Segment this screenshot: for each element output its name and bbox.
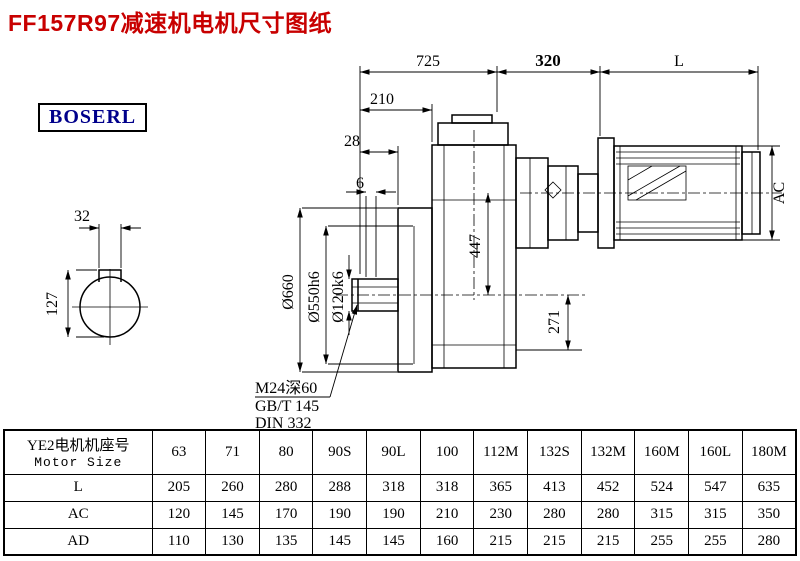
note-tap-hole: M24深60 [255, 379, 317, 397]
dim-127: 127 [44, 292, 61, 316]
size-col-header: 90S [312, 429, 368, 475]
cell-AD: 255 [634, 527, 690, 556]
cell-AD: 255 [688, 527, 743, 556]
cell-AD: 160 [419, 527, 475, 556]
dimension-lines [65, 66, 780, 398]
cell-L: 452 [580, 473, 636, 502]
cell-AD: 280 [741, 527, 797, 556]
cell-AC: 145 [205, 500, 260, 529]
cell-L: 318 [419, 473, 475, 502]
cell-AC: 210 [419, 500, 475, 529]
dimension-labels: 725 320 L 210 28 6 32 127 447 271 AC Ø66… [44, 51, 788, 428]
cell-AD: 215 [473, 527, 529, 556]
motor-adapter-outline [515, 157, 599, 249]
cell-AD: 215 [527, 527, 582, 556]
cell-AD: 130 [205, 527, 260, 556]
note-gb-standard: GB/T 145 [255, 398, 319, 415]
boserl-logo-text: BOSERL [49, 106, 137, 128]
cell-L: 318 [366, 473, 421, 502]
cell-AC: 315 [688, 500, 743, 529]
output-flange-outline [397, 207, 433, 373]
cell-AC: 190 [366, 500, 421, 529]
dim-447: 447 [467, 234, 484, 258]
cell-AC: 170 [258, 500, 314, 529]
dim-6: 6 [356, 175, 364, 192]
dim-725: 725 [416, 53, 440, 70]
dim-28: 28 [344, 133, 360, 150]
cell-L: 413 [527, 473, 582, 502]
cell-AD: 135 [258, 527, 314, 556]
cell-L: 635 [741, 473, 797, 502]
page-title: FF157R97减速机电机尺寸图纸 [8, 10, 333, 36]
cell-L: 288 [312, 473, 368, 502]
dimension-table: YE2电机机座号 Motor Size 63 71 80 90S 90L 100… [3, 429, 797, 556]
cell-AD: 215 [580, 527, 636, 556]
note-din-standard: DIN 332 [255, 415, 311, 428]
size-col-header: 63 [151, 429, 207, 475]
size-col-header: 100 [419, 429, 475, 475]
cell-L: 260 [205, 473, 260, 502]
header-en: Motor Size [34, 455, 123, 471]
size-col-header: 160L [688, 429, 743, 475]
cell-AD: 145 [312, 527, 368, 556]
shaft-end-view [72, 269, 148, 345]
cell-L: 547 [688, 473, 743, 502]
row-label-AC: AC [3, 500, 153, 529]
dim-flange-od: Ø660 [280, 274, 297, 310]
table-row-L: L 205 260 280 288 318 318 365 413 452 52… [3, 473, 797, 502]
size-col-header: 132M [580, 429, 636, 475]
motor-size-header-cell: YE2电机机座号 Motor Size [3, 429, 153, 475]
shaft-centerlines [72, 269, 148, 345]
cell-AC: 350 [741, 500, 797, 529]
header-cn: YE2电机机座号 [27, 438, 130, 455]
cell-AC: 230 [473, 500, 529, 529]
cell-AD: 110 [151, 527, 207, 556]
dim-210: 210 [370, 91, 394, 108]
size-col-header: 71 [205, 429, 260, 475]
dim-32: 32 [74, 208, 90, 225]
cell-AD: 145 [366, 527, 421, 556]
dim-L: L [674, 53, 684, 70]
cell-L: 280 [258, 473, 314, 502]
dim-bore: Ø120k6 [330, 271, 347, 323]
size-col-header: 80 [258, 429, 314, 475]
gearbox-side-view [336, 114, 782, 373]
size-col-header: 180M [741, 429, 797, 475]
cell-AC: 120 [151, 500, 207, 529]
cell-AC: 190 [312, 500, 368, 529]
size-col-header: 132S [527, 429, 582, 475]
dim-spigot: Ø550h6 [306, 271, 323, 323]
technical-drawing: 725 320 L 210 28 6 32 127 447 271 AC Ø66… [44, 51, 788, 428]
cell-AC: 280 [580, 500, 636, 529]
cell-L: 365 [473, 473, 529, 502]
row-label-AD: AD [3, 527, 153, 556]
axis-centerlines [336, 130, 782, 300]
row-label-L: L [3, 473, 153, 502]
size-col-header: 160M [634, 429, 690, 475]
dim-271: 271 [546, 310, 563, 334]
table-row-AD: AD 110 130 135 145 145 160 215 215 215 2… [3, 527, 797, 556]
dim-320: 320 [535, 51, 561, 70]
dim-AC: AC [771, 182, 788, 204]
cell-AC: 280 [527, 500, 582, 529]
size-col-header: 90L [366, 429, 421, 475]
table-row-AC: AC 120 145 170 190 190 210 230 280 280 3… [3, 500, 797, 529]
cell-AC: 315 [634, 500, 690, 529]
cell-L: 524 [634, 473, 690, 502]
table-header-row: YE2电机机座号 Motor Size 63 71 80 90S 90L 100… [3, 429, 797, 475]
boserl-logo: BOSERL [38, 103, 148, 132]
cell-L: 205 [151, 473, 207, 502]
size-col-header: 112M [473, 429, 529, 475]
